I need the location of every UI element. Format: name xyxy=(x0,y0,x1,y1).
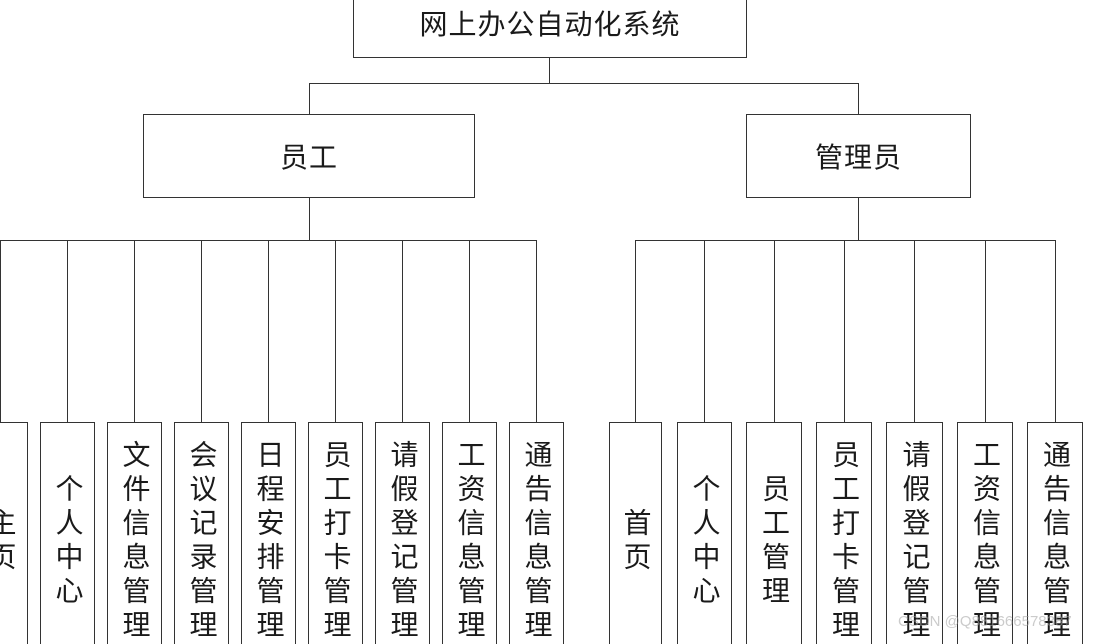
admin-drop-line xyxy=(844,240,845,422)
employee-drop-line xyxy=(469,240,470,422)
admin-drop-line xyxy=(635,240,636,422)
admin-drop-line xyxy=(704,240,705,422)
employee-drop-line xyxy=(335,240,336,422)
employee-drop-line xyxy=(402,240,403,422)
module-node-employee-schedule: 日程安排管理 xyxy=(241,422,296,644)
admin-down-connector xyxy=(858,198,859,240)
employee-drop-line xyxy=(536,240,537,422)
admin-drop-line xyxy=(914,240,915,422)
module-node-employee-salary: 工资信息管理 xyxy=(442,422,497,644)
root-connector xyxy=(549,58,550,83)
module-node-employee-leave: 请假登记管理 xyxy=(375,422,430,644)
employee-down-connector xyxy=(309,198,310,240)
role-bus xyxy=(309,83,859,84)
employee-drop-line xyxy=(0,240,1,422)
module-node-employee-home: 主页 xyxy=(0,422,28,644)
employee-drop-line xyxy=(201,240,202,422)
watermark: CSDN @Q881666578387 xyxy=(898,613,1072,630)
root-node: 网上办公自动化系统 xyxy=(353,0,747,58)
employee-drop-line xyxy=(134,240,135,422)
admin-module-bus xyxy=(635,240,1055,241)
admin-drop-line xyxy=(774,240,775,422)
employee-drop-line xyxy=(268,240,269,422)
admin-drop-line xyxy=(985,240,986,422)
module-node-employee-meetings: 会议记录管理 xyxy=(174,422,229,644)
employee-drop-line xyxy=(67,240,68,422)
module-node-employee-profile: 个人中心 xyxy=(40,422,95,644)
module-node-admin-employees: 员工管理 xyxy=(746,422,802,644)
admin-drop-line xyxy=(1055,240,1056,422)
module-node-employee-files: 文件信息管理 xyxy=(107,422,162,644)
employee-connector xyxy=(309,83,310,114)
module-node-admin-profile: 个人中心 xyxy=(677,422,732,644)
module-node-admin-notices: 通告信息管理 xyxy=(1027,422,1083,644)
role-node-admin: 管理员 xyxy=(746,114,971,198)
module-node-employee-notices: 通告信息管理 xyxy=(509,422,564,644)
module-node-admin-attendance: 员工打卡管理 xyxy=(816,422,872,644)
module-node-admin-salary: 工资信息管理 xyxy=(957,422,1013,644)
module-node-admin-home: 首页 xyxy=(609,422,662,644)
module-node-admin-leave: 请假登记管理 xyxy=(886,422,943,644)
role-node-employee: 员工 xyxy=(143,114,475,198)
admin-connector xyxy=(858,83,859,114)
module-node-employee-attendance: 员工打卡管理 xyxy=(308,422,363,644)
